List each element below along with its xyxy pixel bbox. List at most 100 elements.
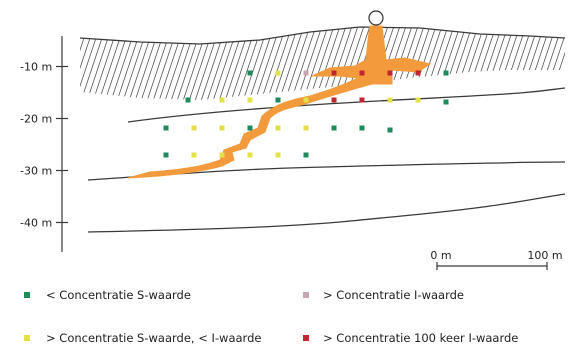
legend-swatch-s-between (24, 335, 30, 341)
hatch-line (564, 20, 575, 110)
hatch-line (210, 20, 240, 110)
sample-marker-s-between (276, 71, 281, 76)
hatch-line (492, 20, 522, 110)
hatch-line (534, 20, 564, 110)
hatch-line (192, 20, 222, 110)
legend-label-s-below: < Concentratie S-waarde (46, 288, 191, 302)
legend-label-i-above: > Concentratie I-waarde (323, 288, 464, 302)
hatch-line (186, 20, 216, 110)
hatch-line (528, 20, 558, 110)
sample-marker-s-between (192, 153, 197, 158)
hatch-line (138, 20, 168, 110)
scale-bar-right-label: 100 m (527, 249, 562, 262)
hatch-line (180, 20, 210, 110)
hatch-line (72, 20, 102, 110)
hatch-line (126, 20, 156, 110)
sample-marker-hundred-i (360, 71, 365, 76)
hatch-line (96, 20, 126, 110)
hatch-line (480, 20, 510, 110)
sample-markers (164, 71, 449, 158)
layer-boundary-3 (88, 194, 565, 232)
hatch-line (228, 20, 258, 110)
hatch-line (150, 20, 180, 110)
hatch-line (156, 20, 186, 110)
depth-tick-label: -20 m (20, 113, 52, 126)
hatch-line (234, 20, 264, 110)
hatch-line (540, 20, 570, 110)
sample-marker-hundred-i (360, 98, 365, 103)
layer-boundary-1 (128, 88, 565, 122)
sample-marker-hundred-i (332, 71, 337, 76)
legend-swatch-i-above (303, 292, 309, 298)
scale-bar-left-label: 0 m (430, 249, 451, 262)
sample-marker-s-between (416, 98, 421, 103)
sample-marker-s-below (388, 128, 393, 133)
hatch-line (516, 20, 546, 110)
hatch-line (270, 20, 300, 110)
legend-label-hundred-i: > Concentratie 100 keer I-waarde (323, 331, 518, 345)
hatch-line (114, 20, 144, 110)
legend: < Concentratie S-waarde > Concentratie I… (24, 288, 518, 345)
depth-tick-label: -40 m (20, 217, 52, 230)
sample-marker-s-between (388, 98, 393, 103)
hatch-line (168, 20, 198, 110)
sample-marker-hundred-i (388, 71, 393, 76)
sample-marker-s-between (276, 126, 281, 131)
sample-marker-s-between (248, 98, 253, 103)
hatch-line (144, 20, 174, 110)
hatch-line (552, 20, 575, 110)
legend-swatch-s-below (24, 292, 30, 298)
sample-marker-hundred-i (332, 98, 337, 103)
hatch-line (60, 20, 90, 110)
sample-marker-s-between (276, 153, 281, 158)
hatch-line (216, 20, 246, 110)
hatch-line (204, 20, 234, 110)
sample-marker-s-between (220, 126, 225, 131)
hatch-line (330, 20, 360, 110)
sample-marker-s-between (304, 126, 309, 131)
hatch-line (174, 20, 204, 110)
hatch-line (510, 20, 540, 110)
hatch-line (132, 20, 162, 110)
hatch-line (198, 20, 228, 110)
sample-marker-hundred-i (416, 71, 421, 76)
sample-marker-s-between (304, 98, 309, 103)
hatch-line (546, 20, 575, 110)
hatch-line (504, 20, 534, 110)
hatch-line (66, 20, 96, 110)
hatch-line (264, 20, 294, 110)
sample-marker-s-below (186, 98, 191, 103)
sample-marker-s-below (444, 100, 449, 105)
hatch-line (84, 20, 114, 110)
hatch-line (570, 20, 575, 110)
hatch-line (120, 20, 150, 110)
depth-axis-ticks: -10 m -20 m -30 m -40 m (20, 61, 68, 230)
hatch-line (246, 20, 276, 110)
sample-marker-s-between (220, 153, 225, 158)
sample-marker-s-below (164, 153, 169, 158)
hatch-line (558, 20, 575, 110)
sample-marker-s-between (192, 126, 197, 131)
sample-marker-s-below (248, 126, 253, 131)
borehole-marker (369, 11, 383, 25)
sample-marker-s-below (444, 71, 449, 76)
depth-tick-label: -10 m (20, 61, 52, 74)
sample-marker-s-between (220, 98, 225, 103)
scale-bar: 0 m 100 m (430, 249, 562, 270)
sample-marker-s-below (332, 126, 337, 131)
hatch-line (222, 20, 252, 110)
sample-marker-i-above (304, 71, 309, 76)
hatch-line (162, 20, 192, 110)
hatch-line (108, 20, 138, 110)
hatch-line (78, 20, 108, 110)
sample-marker-s-between (248, 153, 253, 158)
depth-tick-label: -30 m (20, 165, 52, 178)
sample-marker-s-below (360, 126, 365, 131)
hatch-line (522, 20, 552, 110)
hatch-line (486, 20, 516, 110)
hatch-line (498, 20, 528, 110)
sample-marker-s-below (276, 98, 281, 103)
hatch-line (258, 20, 288, 110)
